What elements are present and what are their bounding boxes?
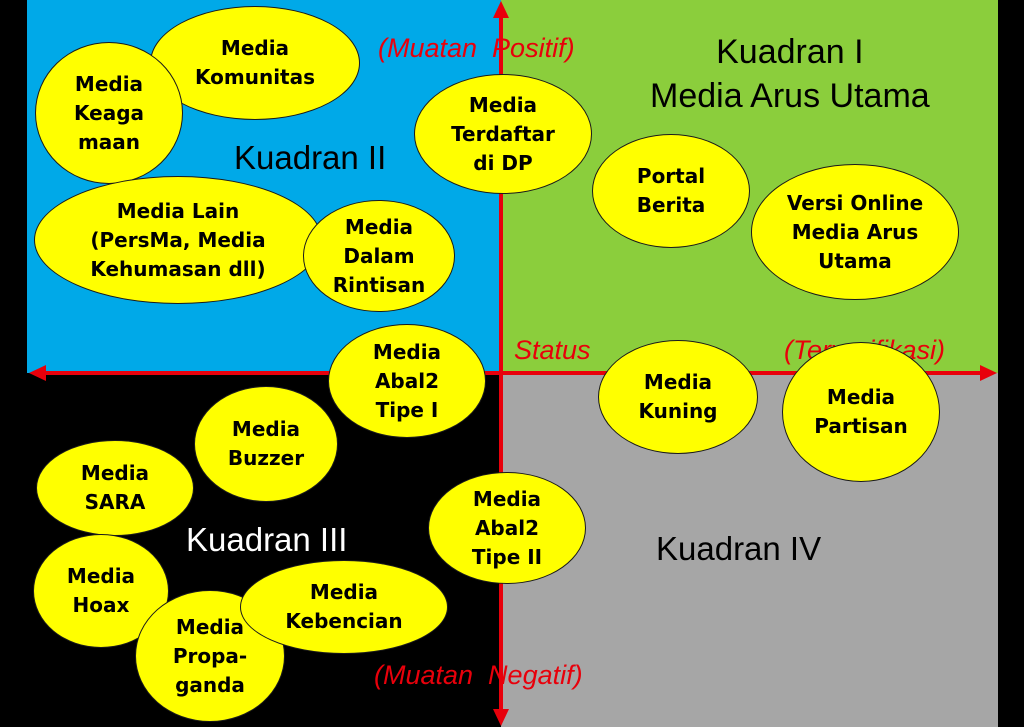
bubble-label: Media Propa- ganda [172,614,248,697]
quadrant-iii-label: Kuadran III [186,521,348,558]
bubble-media-kuning: Media Kuning [598,340,758,454]
quadrant-i-label: Kuadran I Media Arus Utama [650,33,930,115]
bubble-media-komunitas: Media Komunitas [150,6,360,120]
bubble-label: Versi Online Media Arus Utama [786,190,924,273]
bubble-media-abal-tipe-2: Media Abal2 Tipe II [428,472,586,584]
bubble-versi-online: Versi Online Media Arus Utama [751,164,959,300]
bubble-media-hoax: Media Hoax [33,534,169,648]
axis-label-positive: (Muatan Positif) [378,33,575,63]
bubble-label: Media Keaga maan [73,71,145,154]
arrow-down-icon [493,709,509,726]
bubble-label: Media Abal2 Tipe II [471,486,543,569]
quadrant-ii-label: Kuadran II [234,139,387,176]
bubble-label: Media Buzzer [227,417,305,470]
axis-label-status: Status [514,335,591,365]
bubble-label: Portal Berita [636,164,706,217]
bubble-label: Media Abal2 Tipe I [372,339,442,422]
bubble-media-dalam-rintisan: Media Dalam Rintisan [303,200,455,312]
bubble-media-terdaftar: Media Terdaftar di DP [414,74,592,194]
bubble-label: Media Terdaftar di DP [451,92,555,175]
bubble-label: Media Kebencian [285,580,403,633]
bubble-label: Media Komunitas [194,36,316,89]
axis-label-negative: (Muatan Negatif) [374,660,583,690]
bubble-media-buzzer: Media Buzzer [194,386,338,502]
bubble-media-kebencian: Media Kebencian [240,560,448,654]
bubble-label: Media SARA [80,461,150,514]
arrow-up-icon [493,1,509,18]
quadrant-iv-label: Kuadran IV [656,530,822,567]
bubble-media-abal-tipe-1: Media Abal2 Tipe I [328,324,486,438]
arrow-left-icon [29,365,46,381]
bubble-media-lain: Media Lain (PersMa, Media Kehumasan dll) [34,176,322,304]
bubble-portal-berita: Portal Berita [592,134,750,248]
arrow-right-icon [980,365,997,381]
bubble-media-keagamaan: Media Keaga maan [35,42,183,184]
bubble-label: Media Partisan [814,385,908,438]
bubble-media-sara: Media SARA [36,440,194,536]
bubble-label: Media Lain (PersMa, Media Kehumasan dll) [90,198,266,281]
bubble-label: Media Hoax [66,564,136,617]
bubble-media-partisan: Media Partisan [782,342,940,482]
bubble-label: Media Dalam Rintisan [332,214,426,297]
bubble-label: Media Kuning [638,370,718,423]
